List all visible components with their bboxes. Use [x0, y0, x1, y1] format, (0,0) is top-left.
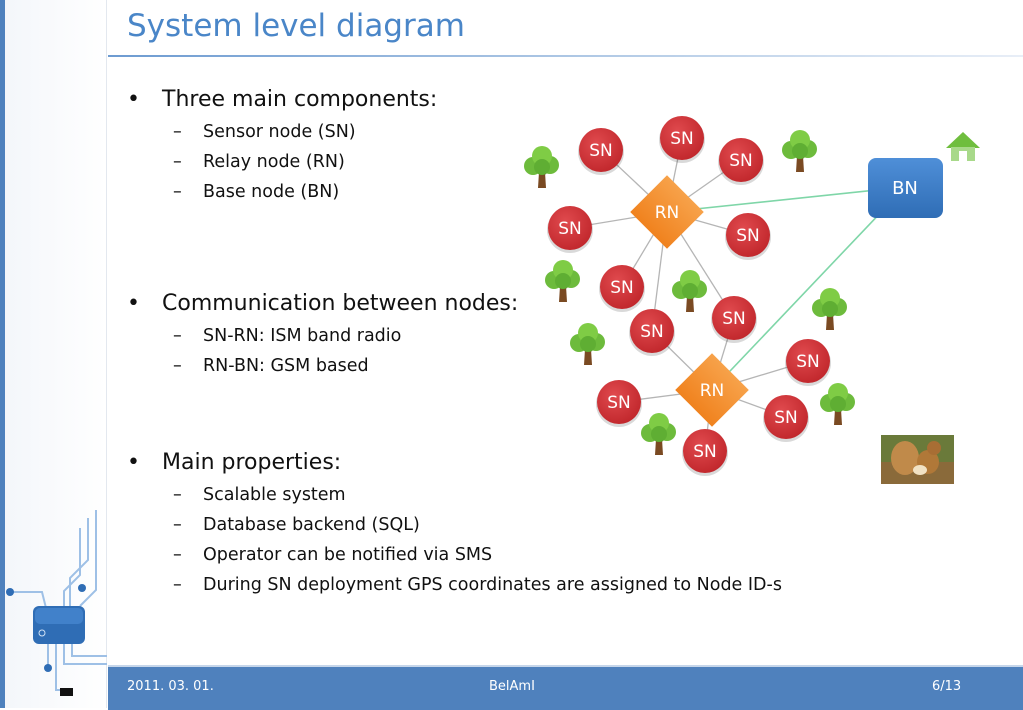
sensor-node: SN	[547, 206, 593, 253]
tree-icon	[782, 130, 817, 172]
relay-node-label: RN	[655, 203, 680, 223]
sidebar-stripe	[0, 0, 5, 708]
sensor-node: SN	[629, 309, 675, 356]
slide-title: System level diagram	[127, 8, 465, 44]
rn-bn-gsm-link	[711, 186, 906, 391]
sensor-node: SN	[599, 265, 645, 312]
sensor-node-label: SN	[774, 408, 798, 428]
bullet-dot: •	[127, 87, 140, 112]
tree-icon	[545, 260, 580, 302]
network-diagram: SN SN SN SN SN SN SN SN SN SN SN SN RN RN BN	[524, 116, 980, 484]
sensor-node: SN	[578, 128, 624, 175]
sensor-node-label: SN	[558, 219, 582, 239]
base-node-label: BN	[892, 178, 918, 199]
tree-icon	[812, 288, 847, 330]
bullet-dot: •	[127, 450, 140, 475]
title-underline	[108, 55, 1023, 57]
bullet-dot: •	[127, 291, 140, 316]
base-node: BN	[868, 158, 943, 218]
footer-title: BelAmI	[489, 679, 535, 694]
sensor-node: SN	[718, 138, 764, 185]
tree-icon	[570, 323, 605, 365]
relay-node-label: RN	[700, 381, 725, 401]
sensor-node: SN	[682, 429, 728, 476]
sensor-node: SN	[596, 380, 642, 427]
footer-date: 2011. 03. 01.	[127, 679, 214, 694]
sensor-node-label: SN	[640, 322, 664, 342]
tree-icon	[820, 383, 855, 425]
sensor-node: SN	[659, 116, 705, 163]
squirrel-photo	[881, 435, 954, 484]
sidebar-divider	[106, 0, 107, 708]
sensor-node-label: SN	[722, 309, 746, 329]
slide-sidebar	[0, 0, 107, 708]
circuit-decoration-icon	[6, 510, 107, 696]
sensor-node: SN	[711, 296, 757, 343]
tree-icon	[524, 146, 559, 188]
rn-bn-gsm-link	[666, 186, 906, 213]
sensor-node: SN	[725, 213, 771, 260]
slide-footer: 2011. 03. 01. BelAmI 6/13	[108, 665, 1023, 710]
footer-page-number: 6/13	[932, 679, 962, 694]
sensor-node-label: SN	[670, 129, 694, 149]
sensor-node: SN	[785, 339, 831, 386]
sensor-node-label: SN	[610, 278, 634, 298]
sensor-node-label: SN	[796, 352, 820, 372]
sensor-node-label: SN	[736, 226, 760, 246]
sensor-node-label: SN	[729, 151, 753, 171]
sensor-node: SN	[763, 395, 809, 442]
house-icon	[946, 132, 980, 161]
relay-node: RN	[675, 353, 749, 427]
relay-node: RN	[630, 175, 704, 249]
sensor-node-label: SN	[607, 393, 631, 413]
tree-icon	[672, 270, 707, 312]
sensor-node-label: SN	[693, 442, 717, 462]
tree-icon	[641, 413, 676, 455]
sensor-node-label: SN	[589, 141, 613, 161]
